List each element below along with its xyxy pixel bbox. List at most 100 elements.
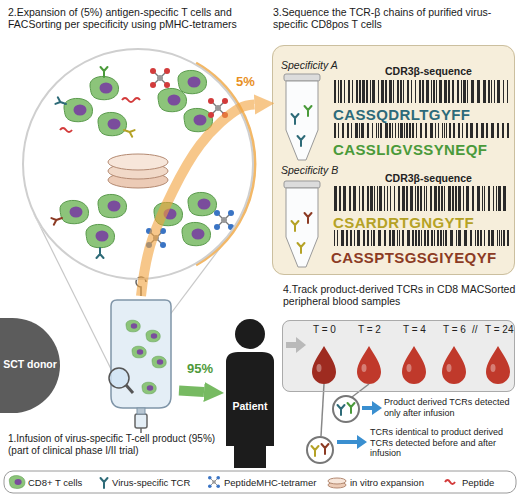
barcode <box>444 123 445 138</box>
barcode <box>362 186 364 211</box>
barcode <box>437 230 439 246</box>
infusion-bag-outline <box>142 382 156 394</box>
barcode <box>456 230 457 246</box>
barcode <box>501 230 502 246</box>
cell-cluster <box>123 127 135 137</box>
blood-drop <box>402 346 426 384</box>
cell-cluster <box>146 228 166 248</box>
barcode <box>353 186 356 211</box>
barcode <box>497 230 498 246</box>
blood-drop <box>312 346 336 384</box>
barcode <box>431 80 432 103</box>
barcode <box>442 123 443 138</box>
barcode <box>486 123 488 138</box>
barcode <box>497 80 500 103</box>
barcode <box>397 80 399 103</box>
sample-lens <box>307 384 369 463</box>
barcode <box>466 123 468 138</box>
barcode <box>381 80 384 103</box>
barcode <box>370 186 373 211</box>
barcode <box>499 230 500 246</box>
barcode <box>350 230 352 246</box>
legend-label: Peptide <box>462 477 494 488</box>
barcode <box>334 123 336 138</box>
barcode <box>464 230 467 246</box>
barcode <box>359 123 360 138</box>
barcode <box>462 123 463 138</box>
sequence-header: CDR3β-sequence <box>385 172 510 184</box>
barcode <box>367 230 369 246</box>
barcode <box>445 230 447 246</box>
barcode <box>374 186 375 211</box>
barcode <box>370 80 371 103</box>
petri-dishes <box>108 154 168 188</box>
barcode <box>441 186 443 211</box>
barcode <box>344 80 345 103</box>
barcode <box>412 123 414 138</box>
barcode <box>372 80 375 103</box>
barcode <box>411 80 412 103</box>
sample-tube <box>284 74 320 81</box>
barcode <box>342 123 344 138</box>
blood-drop <box>357 346 381 384</box>
barcode <box>475 230 476 246</box>
barcode <box>439 80 442 103</box>
barcode <box>385 80 387 103</box>
barcode <box>418 230 420 246</box>
barcode <box>421 230 422 246</box>
barcode <box>491 230 494 246</box>
barcode <box>448 80 450 103</box>
barcode <box>483 80 486 103</box>
cell-cluster <box>98 194 127 217</box>
barcode <box>430 123 433 138</box>
barcode <box>412 230 414 246</box>
cell-cluster <box>154 202 183 225</box>
barcode <box>389 80 392 103</box>
petri-dishes <box>108 154 168 170</box>
sample-lens <box>333 396 359 422</box>
barcode <box>493 186 494 211</box>
cell-cluster <box>122 98 140 102</box>
barcode <box>404 123 405 138</box>
drop-highlight <box>317 364 322 372</box>
blood-drop <box>442 346 466 384</box>
barcode <box>349 186 351 211</box>
sample-lens <box>312 446 319 456</box>
barcode <box>340 80 342 103</box>
sample-tube <box>284 74 320 160</box>
cell-cluster <box>208 98 228 118</box>
barcode <box>438 123 439 138</box>
barcode <box>410 186 413 211</box>
infusion-bag-outline <box>146 330 160 342</box>
flow-arrow <box>141 104 255 296</box>
step-heading: 2.Expansion of (5%) antigen-specific T c… <box>8 6 273 30</box>
cell-cluster <box>90 76 119 99</box>
time-point: T = 6 <box>443 324 473 335</box>
barcode <box>434 186 437 211</box>
barcode <box>372 123 373 138</box>
barcode <box>452 186 454 211</box>
barcode <box>373 230 375 246</box>
barcode <box>491 80 492 103</box>
cdr3-sequence: CASSLIGVSSYNEQF <box>333 141 513 158</box>
barcode <box>457 80 459 103</box>
barcode <box>407 230 410 246</box>
cell-cluster <box>158 88 187 111</box>
sample-lens <box>307 437 333 463</box>
barcode <box>488 80 490 103</box>
barcode <box>430 186 432 211</box>
barcode <box>466 186 469 211</box>
legend-icon <box>9 476 455 489</box>
barcode <box>378 123 379 138</box>
barcode <box>367 186 369 211</box>
cell-cluster <box>178 70 207 93</box>
barcode <box>461 80 462 103</box>
cdr3-sequence: CASSPTSGSGIYEQYF <box>331 249 513 266</box>
cell-cluster <box>150 68 228 132</box>
barcode <box>359 80 361 103</box>
barcode <box>480 230 482 246</box>
legend-icon <box>445 480 455 484</box>
barcode <box>449 123 451 138</box>
blood-drop <box>486 346 510 384</box>
barcode <box>351 123 352 138</box>
